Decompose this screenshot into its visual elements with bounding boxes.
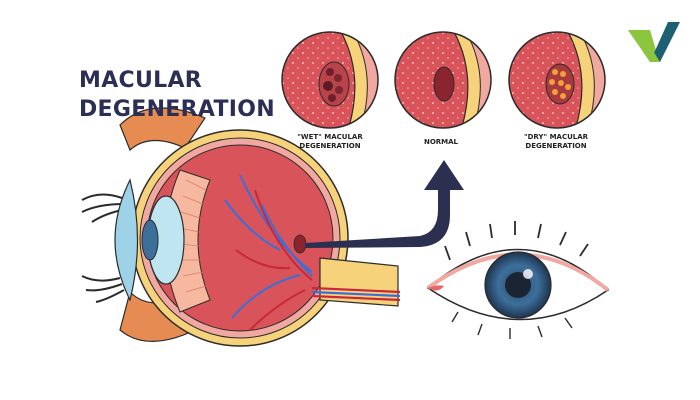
caption-wet-line-2: DEGENERATION xyxy=(299,142,361,150)
caption-dry: "DRY" MACULAR DEGENERATION xyxy=(501,133,611,151)
wet-lesion xyxy=(318,61,350,107)
caption-normal-line-1: NORMAL xyxy=(423,138,459,146)
front-view-eye xyxy=(426,221,610,339)
normal-macula xyxy=(433,66,455,102)
dry-lesion xyxy=(545,63,575,105)
caption-wet: "WET" MACULAR DEGENERATION xyxy=(275,133,385,151)
checkmark-logo-icon xyxy=(628,22,680,62)
normal-macula-panel xyxy=(394,31,492,129)
caption-dry-line-1: "DRY" MACULAR xyxy=(523,133,589,141)
pointer-arrow xyxy=(305,160,464,248)
dry-macular-panel xyxy=(508,31,606,129)
caption-normal: NORMAL xyxy=(386,138,496,147)
caption-dry-line-2: DEGENERATION xyxy=(525,142,587,150)
caption-wet-line-1: "WET" MACULAR xyxy=(297,133,363,141)
title-line-1: MACULAR xyxy=(79,68,203,93)
title-line-2: DEGENERATION xyxy=(79,97,275,122)
pupil xyxy=(505,272,531,298)
macula-spot xyxy=(293,234,307,254)
wet-macular-panel xyxy=(281,31,379,129)
eye-cross-section xyxy=(81,107,401,347)
retinal-vessels xyxy=(224,174,313,331)
page-title: MACULAR DEGENERATION xyxy=(79,66,275,124)
